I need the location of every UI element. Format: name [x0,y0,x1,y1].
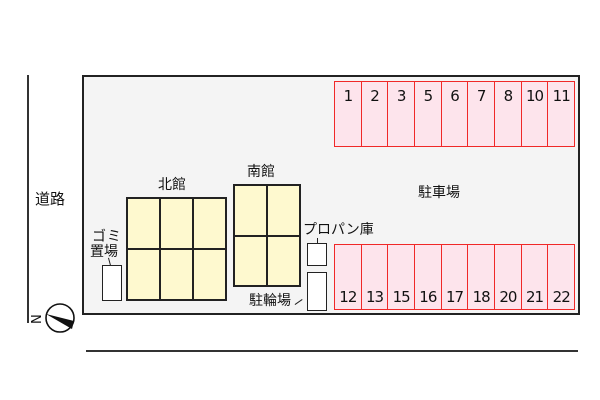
parking-row-top: 1 2 3 5 6 7 8 10 11 [334,81,575,147]
parking-stall: 7 [468,82,496,146]
parking-stall: 5 [415,82,442,146]
unit [194,199,225,248]
unit [128,250,159,299]
unit [235,236,266,285]
parking-stall: 8 [495,82,522,146]
unit [235,186,266,235]
garbage-label-line2: 置場 [90,244,118,260]
parking-stall: 11 [548,82,575,146]
road-label: 道路 [35,190,66,208]
unit [128,199,159,248]
parking-stall: 10 [521,82,549,146]
parking-stall: 1 [335,82,362,146]
unit [268,186,299,235]
parking-stall: 18 [468,245,496,309]
south-building [233,184,301,287]
compass-north-icon: N [30,303,75,333]
garbage-label-line1: ゴミ [92,229,122,245]
unit [161,199,192,248]
compass: N [30,301,78,335]
parking-stall: 17 [441,245,469,309]
parking-stall: 22 [548,245,575,309]
parking-stall: 16 [415,245,442,309]
bicycle-parking-label: 駐輪場 [249,293,291,309]
bicycle-parking-box [307,272,327,311]
parking-stall: 15 [388,245,416,309]
unit [161,250,192,299]
parking-label: 駐車場 [418,185,460,201]
parking-row-bottom: 12 13 15 16 17 18 20 21 22 [334,244,575,310]
north-building [126,197,227,301]
parking-stall: 21 [521,245,549,309]
parking-stall: 2 [361,82,389,146]
parking-stall: 12 [335,245,362,309]
road-line-bottom [86,350,578,352]
parking-stall: 20 [495,245,522,309]
parking-stall: 13 [361,245,389,309]
south-building-label: 南館 [247,164,275,180]
road-line-left [27,75,29,323]
parking-stall: 6 [441,82,469,146]
garbage-box [102,265,122,301]
propane-box [307,243,327,266]
unit [268,236,299,285]
propane-leader-line [317,238,318,245]
propane-label: プロパン庫 [303,222,374,238]
unit [194,250,225,299]
svg-text:N: N [30,314,45,324]
north-building-label: 北館 [158,177,186,193]
parking-stall: 3 [388,82,416,146]
